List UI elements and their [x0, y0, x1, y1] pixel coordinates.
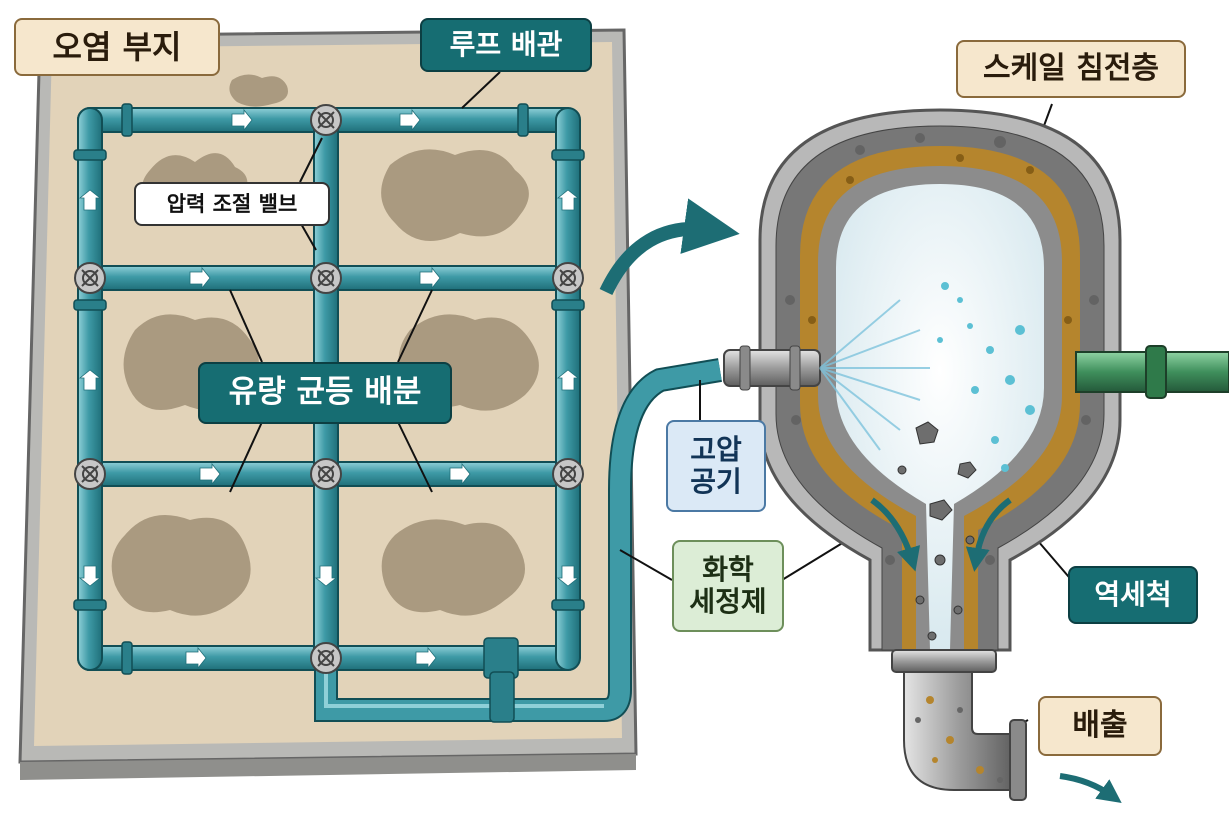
pipe-couplings	[73, 103, 585, 723]
valve	[310, 262, 342, 294]
valve	[310, 642, 342, 674]
valve	[310, 458, 342, 490]
valve	[310, 104, 342, 136]
label-uniform-distribution: 유량 균등 배분	[198, 362, 452, 424]
chemical-pipe	[1075, 345, 1229, 399]
valve	[552, 262, 584, 294]
label-scale-layer: 스케일 침전층	[956, 40, 1186, 98]
discharge-elbow	[891, 649, 1027, 801]
valve	[74, 262, 106, 294]
pipe-cross-section	[758, 108, 1122, 652]
label-discharge: 배출	[1038, 696, 1162, 756]
label-loop-piping: 루프 배관	[420, 18, 592, 72]
backwash-arrows	[870, 497, 1012, 572]
air-nozzle	[723, 345, 821, 391]
valve	[552, 458, 584, 490]
flow-arrows	[78, 108, 580, 670]
water-droplets	[937, 282, 1035, 472]
discharge-arrow	[1059, 773, 1122, 804]
valve	[74, 458, 106, 490]
pressure-valves	[74, 104, 584, 674]
debris	[897, 421, 977, 641]
label-chemical-cleaner: 화학 세정제	[672, 540, 784, 632]
label-backwash: 역세척	[1068, 566, 1198, 624]
transition-arrow	[599, 198, 740, 296]
label-high-pressure-air: 고압 공기	[666, 420, 766, 512]
air-spray	[819, 299, 930, 451]
label-pressure-valve: 압력 조절 밸브	[134, 182, 330, 226]
contamination-patches	[111, 74, 539, 616]
label-contaminated-site: 오염 부지	[14, 18, 220, 76]
